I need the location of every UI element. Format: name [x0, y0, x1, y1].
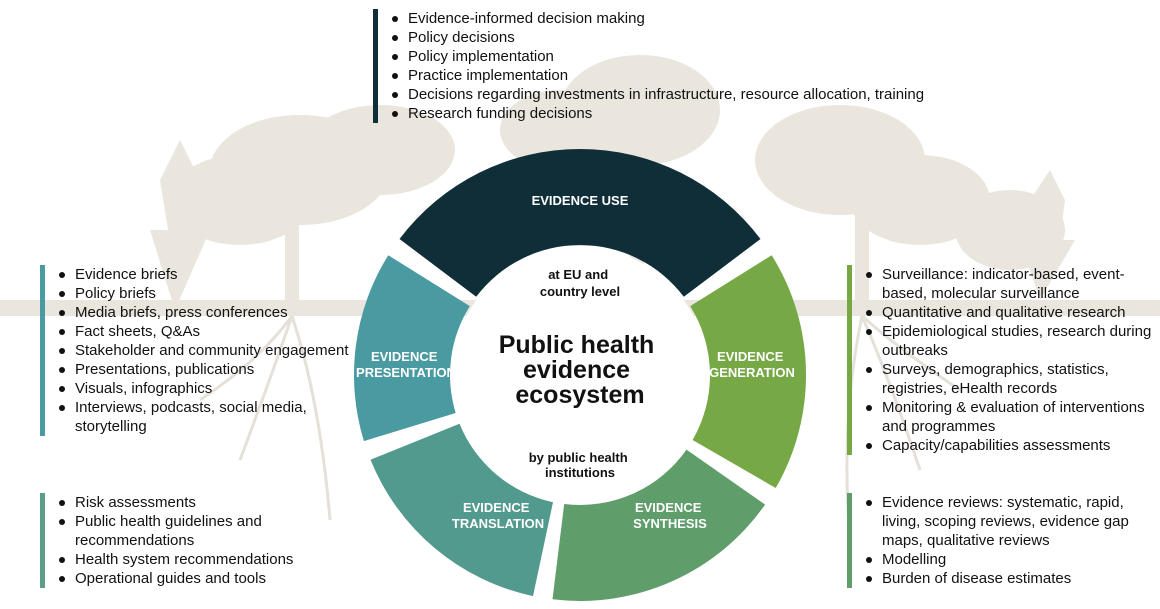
- evidence-synthesis-label: EVIDENCE SYNTHESIS: [633, 500, 707, 531]
- evidence-translation-label: EVIDENCE TRANSLATION: [452, 500, 544, 531]
- list-item: Interviews, podcasts, social media, stor…: [59, 398, 359, 436]
- list-item: Monitoring & evaluation of interventions…: [866, 398, 1156, 436]
- evidence-presentation-segment[interactable]: [353, 255, 470, 442]
- list-item: Surveillance: indicator-based, event-bas…: [866, 265, 1156, 303]
- list-item: Evidence reviews: systematic, rapid, liv…: [866, 493, 1156, 550]
- list-item: Fact sheets, Q&As: [59, 322, 359, 341]
- list-item: Health system recommendations: [59, 550, 359, 569]
- list-item: Policy decisions: [392, 28, 924, 47]
- list-item: Policy implementation: [392, 47, 924, 66]
- top-note: at EU and country level: [540, 267, 620, 299]
- evidence-generation-segment[interactable]: [690, 255, 807, 488]
- list-item: Risk assessments: [59, 493, 359, 512]
- wheel-inner-circle: [452, 247, 708, 503]
- translation-list: Risk assessments Public health guideline…: [59, 493, 359, 588]
- decision-making-list: Evidence-informed decision making Policy…: [392, 9, 924, 123]
- synthesis-list: Evidence reviews: systematic, rapid, liv…: [866, 493, 1156, 588]
- list-item: Evidence-informed decision making: [392, 9, 924, 28]
- list-item: Surveys, demographics, statistics, regis…: [866, 360, 1156, 398]
- list-item: Presentations, publications: [59, 360, 359, 379]
- presentation-list: Evidence briefs Policy briefs Media brie…: [59, 265, 359, 436]
- list-item: Policy briefs: [59, 284, 359, 303]
- translation-panel: Risk assessments Public health guideline…: [40, 493, 359, 588]
- center-title: Public health evidence ecosystem: [499, 331, 662, 409]
- generation-panel: Surveillance: indicator-based, event-bas…: [847, 265, 1156, 455]
- decision-making-panel: Evidence-informed decision making Policy…: [373, 9, 924, 123]
- list-item: Epidemiological studies, research during…: [866, 322, 1156, 360]
- list-item: Modelling: [866, 550, 1156, 569]
- list-item: Burden of disease estimates: [866, 569, 1156, 588]
- list-item: Research funding decisions: [392, 104, 924, 123]
- synthesis-panel: Evidence reviews: systematic, rapid, liv…: [847, 493, 1156, 588]
- generation-list: Surveillance: indicator-based, event-bas…: [866, 265, 1156, 455]
- list-item: Media briefs, press conferences: [59, 303, 359, 322]
- list-item: Stakeholder and community engagement: [59, 341, 359, 360]
- list-item: Capacity/capabilities assessments: [866, 436, 1156, 455]
- evidence-presentation-label: EVIDENCE PRESENTATION: [356, 349, 456, 380]
- evidence-use-segment[interactable]: [399, 148, 761, 297]
- bottom-note: by public health institutions: [529, 450, 632, 480]
- evidence-use-label: EVIDENCE USE: [532, 193, 629, 208]
- list-item: Practice implementation: [392, 66, 924, 85]
- evidence-synthesis-segment[interactable]: [552, 449, 766, 601]
- list-item: Quantitative and qualitative research: [866, 303, 1156, 322]
- evidence-translation-segment[interactable]: [370, 423, 554, 597]
- list-item: Operational guides and tools: [59, 569, 359, 588]
- presentation-panel: Evidence briefs Policy briefs Media brie…: [40, 265, 359, 436]
- evidence-generation-label: EVIDENCE GENERATION: [709, 349, 795, 380]
- list-item: Visuals, infographics: [59, 379, 359, 398]
- list-item: Decisions regarding investments in infra…: [392, 85, 924, 104]
- list-item: Evidence briefs: [59, 265, 359, 284]
- list-item: Public health guidelines and recommendat…: [59, 512, 359, 550]
